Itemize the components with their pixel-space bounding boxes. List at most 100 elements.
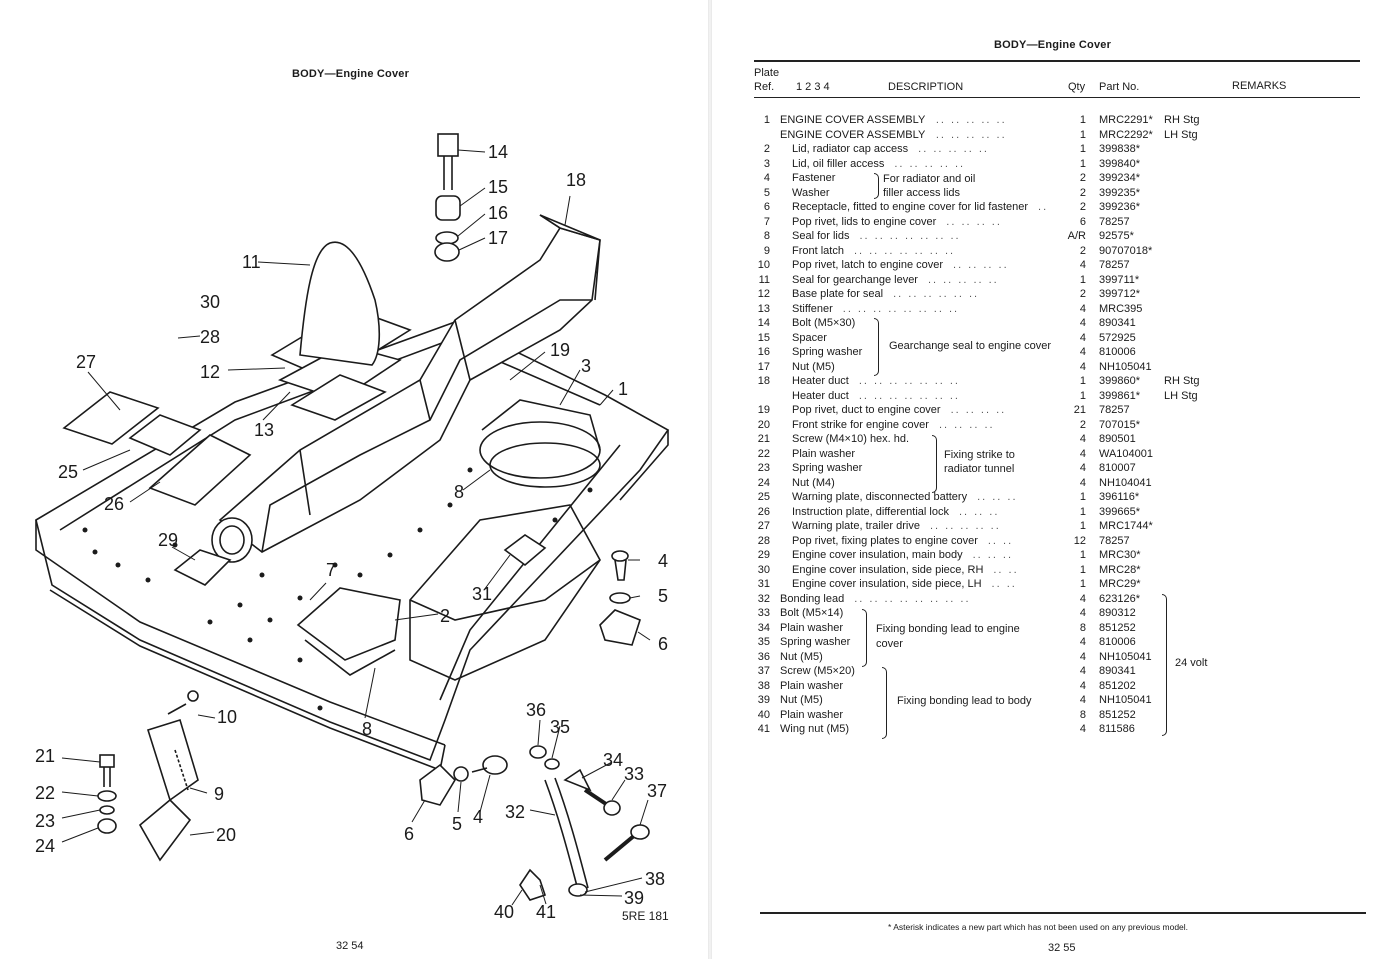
part-number: MRC29* (1099, 578, 1141, 590)
part-description: Stiffener (792, 302, 833, 315)
callout-26: 26 (104, 494, 124, 514)
part-number: MRC30* (1099, 549, 1141, 561)
part-description: Seal for gearchange lever (792, 273, 918, 286)
callout-13: 13 (254, 420, 274, 440)
right-page-title: BODY—Engine Cover (994, 39, 1112, 51)
exploded-diagram: 1 2 3 4 4 5 5 6 6 7 8 8 9 10 11 12 13 14… (35, 133, 670, 923)
callout-9: 9 (214, 784, 224, 804)
header-top-rule (754, 60, 1360, 62)
callout-18: 18 (566, 170, 586, 190)
part-ref: 14 (757, 317, 770, 329)
header-remarks: REMARKS (1232, 80, 1287, 92)
header-plate: Plate (754, 67, 780, 79)
header-part-no: Part No. (1099, 81, 1140, 93)
header-level-columns: 1 2 3 4 (796, 81, 830, 93)
dot-leader: .. .. .. .. .. .. (893, 288, 980, 300)
part-qty: 1 (1079, 143, 1086, 155)
callout-8-b: 8 (362, 719, 372, 739)
callout-11: 11 (242, 252, 261, 272)
part-ref: 7 (763, 215, 770, 228)
part-ref: 15 (757, 331, 770, 344)
part-ref: 23 (757, 462, 770, 474)
part-description: Nut (M5) (792, 360, 835, 373)
part-qty: 2 (1079, 418, 1086, 431)
part-qty: 4 (1079, 476, 1086, 489)
dot-leader: .. .. .. .. (938, 418, 995, 431)
parts-row: 6 Receptacle, fitted to engine cover for … (712, 201, 1400, 216)
part-number: NH105041 (1099, 650, 1152, 663)
callout-32: 32 (505, 802, 525, 822)
part-qty: 1 (1079, 273, 1086, 286)
part-description: Lid, radiator cap access (792, 143, 909, 155)
part-qty: 2 (1079, 288, 1086, 300)
part-remarks: LH Stg (1164, 389, 1198, 402)
part-description: Warning plate, disconnected battery (792, 491, 968, 503)
callout-29: 29 (158, 530, 178, 550)
part-ref: 17 (757, 360, 770, 373)
part-number: 851252 (1099, 708, 1136, 721)
part-remarks: LH Stg (1164, 128, 1198, 141)
part-description: Pop rivet, latch to engine cover (792, 259, 944, 271)
part-number: NH105041 (1099, 694, 1152, 706)
part-description: Heater duct (792, 375, 849, 387)
part-description: Plain washer (792, 447, 855, 460)
part-ref: 12 (757, 288, 770, 300)
page-gutter (708, 0, 712, 959)
part-ref: 31 (757, 578, 770, 590)
front-latch (138, 690, 199, 862)
dot-leader: .. .. (993, 563, 1019, 576)
part-ref: 10 (757, 259, 770, 271)
callout-37: 37 (647, 781, 667, 801)
callout-17: 17 (488, 228, 508, 248)
note-fastener-washer-1: For radiator and oil (883, 173, 976, 185)
part-ref: 19 (757, 404, 770, 416)
part-description: Instruction plate, differential lock (792, 505, 949, 518)
dot-leader: .. .. (991, 578, 1017, 590)
part-qty: 1 (1079, 563, 1086, 576)
part-number: 851252 (1099, 621, 1136, 634)
part-ref: 32 (757, 592, 770, 605)
part-ref: 6 (763, 201, 770, 213)
dot-leader: .. .. .. .. .. (927, 273, 999, 286)
part-description: Lid, oil filler access (792, 157, 885, 170)
part-ref: 21 (757, 433, 770, 445)
part-qty: 4 (1079, 679, 1086, 692)
dot-leader: .. .. .. .. .. .. .. (853, 244, 956, 257)
callout-23: 23 (35, 811, 55, 831)
callout-28: 28 (200, 327, 220, 347)
bonding-lead (519, 745, 650, 901)
callout-3: 3 (581, 356, 591, 376)
dot-leader: .. .. .. .. .. (935, 128, 1007, 141)
part-number: 890341 (1099, 317, 1136, 329)
callout-6-b: 6 (404, 824, 414, 844)
part-number: 810006 (1099, 346, 1136, 358)
part-qty: 2 (1079, 172, 1086, 184)
part-number: 399236* (1099, 201, 1140, 213)
part-ref: 22 (757, 447, 770, 460)
part-qty: 1 (1079, 505, 1086, 518)
part-description: Receptacle, fitted to engine cover for l… (792, 201, 1029, 213)
part-number: 399838* (1099, 143, 1140, 155)
note-strike-1: Fixing strike to (944, 449, 1015, 461)
callout-21: 21 (35, 746, 55, 766)
part-description: ENGINE COVER ASSEMBLY (780, 128, 926, 141)
part-description: Front strike for engine cover (792, 418, 929, 431)
callout-30: 30 (200, 292, 220, 312)
